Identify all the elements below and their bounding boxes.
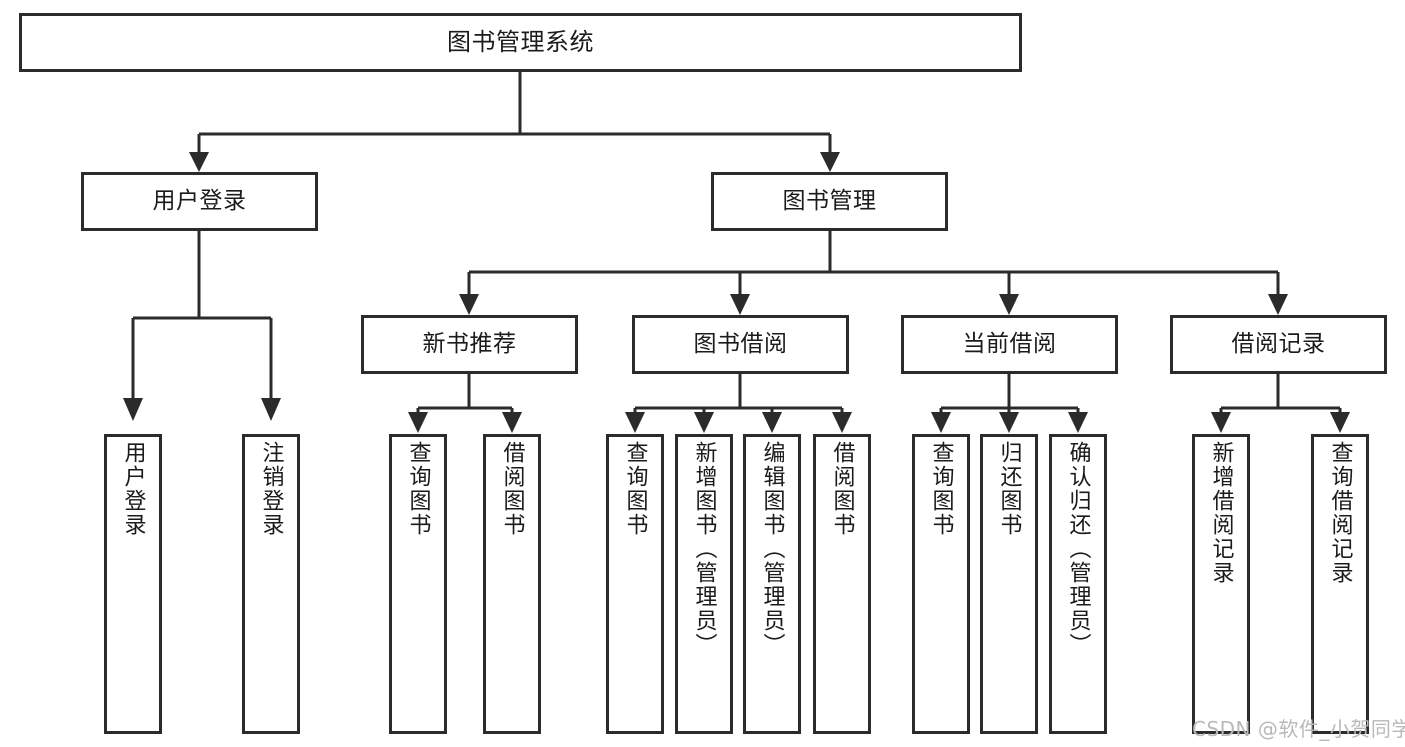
node-leaf-query-book-3[interactable]: 查询图书 — [912, 434, 970, 734]
node-root[interactable]: 图书管理系统 — [19, 13, 1022, 72]
node-book-borrow-label: 图书借阅 — [693, 330, 788, 357]
node-leaf-borrow-book-2-label: 借阅图书 — [829, 441, 855, 537]
node-leaf-query-book-3-label: 查询图书 — [928, 441, 954, 537]
node-leaf-user-login-label: 用户登录 — [120, 441, 146, 537]
arrowhead-book-borrow — [730, 294, 750, 315]
node-leaf-query-record-label: 查询借阅记录 — [1327, 441, 1353, 585]
node-leaf-logout-login[interactable]: 注销登录 — [242, 434, 300, 734]
arrowhead-leaf-query-book-2 — [625, 412, 645, 433]
node-leaf-edit-book[interactable]: 编辑图书（管理员） — [743, 434, 801, 734]
node-leaf-return-book-label: 归还图书 — [996, 441, 1022, 537]
node-leaf-edit-book-label: 编辑图书（管理员） — [759, 441, 785, 657]
arrowhead-book-manage — [820, 152, 840, 172]
node-borrow-record[interactable]: 借阅记录 — [1170, 315, 1387, 374]
node-leaf-confirm-return[interactable]: 确认归还（管理员） — [1049, 434, 1107, 734]
node-leaf-confirm-return-label: 确认归还（管理员） — [1065, 441, 1091, 657]
node-leaf-return-book[interactable]: 归还图书 — [980, 434, 1038, 734]
arrowhead-leaf-user-login — [123, 398, 143, 421]
node-leaf-user-login[interactable]: 用户登录 — [104, 434, 162, 734]
node-leaf-logout-login-label: 注销登录 — [258, 441, 284, 537]
arrowhead-leaf-return-book — [999, 412, 1019, 433]
node-current-borrow-label: 当前借阅 — [962, 330, 1057, 357]
node-leaf-add-book[interactable]: 新增图书（管理员） — [675, 434, 733, 734]
node-new-book-recommend-label: 新书推荐 — [422, 330, 517, 357]
arrowhead-user-login — [189, 152, 209, 172]
node-user-login[interactable]: 用户登录 — [81, 172, 318, 231]
node-leaf-borrow-book-1[interactable]: 借阅图书 — [483, 434, 541, 734]
node-leaf-borrow-book-1-label: 借阅图书 — [499, 441, 525, 537]
node-book-manage[interactable]: 图书管理 — [711, 172, 948, 231]
node-user-login-label: 用户登录 — [152, 187, 247, 214]
arrowhead-leaf-confirm-return — [1068, 412, 1088, 433]
arrowhead-leaf-add-book — [694, 412, 714, 433]
csdn-watermark: CSDN @软件_小贺同学 — [1192, 717, 1405, 741]
arrowhead-leaf-edit-book — [762, 412, 782, 433]
node-book-borrow[interactable]: 图书借阅 — [632, 315, 849, 374]
node-leaf-query-book-2-label: 查询图书 — [622, 441, 648, 537]
node-leaf-add-record[interactable]: 新增借阅记录 — [1192, 434, 1250, 734]
node-leaf-query-book-1[interactable]: 查询图书 — [389, 434, 447, 734]
node-current-borrow[interactable]: 当前借阅 — [901, 315, 1118, 374]
arrowhead-leaf-query-record — [1330, 412, 1350, 433]
arrowhead-leaf-query-book-3 — [931, 412, 951, 433]
node-leaf-borrow-book-2[interactable]: 借阅图书 — [813, 434, 871, 734]
arrowhead-current-borrow — [999, 294, 1019, 315]
node-leaf-query-book-2[interactable]: 查询图书 — [606, 434, 664, 734]
node-book-manage-label: 图书管理 — [782, 187, 877, 214]
arrowhead-new-book-recommend — [459, 294, 479, 315]
node-borrow-record-label: 借阅记录 — [1231, 330, 1326, 357]
node-leaf-add-book-label: 新增图书（管理员） — [691, 441, 717, 657]
arrowhead-leaf-add-record — [1211, 412, 1231, 433]
node-new-book-recommend[interactable]: 新书推荐 — [361, 315, 578, 374]
arrowhead-leaf-logout-login — [261, 398, 281, 421]
node-leaf-query-book-1-label: 查询图书 — [405, 441, 431, 537]
arrowhead-leaf-query-book-1 — [408, 412, 428, 433]
node-leaf-add-record-label: 新增借阅记录 — [1208, 441, 1234, 585]
node-root-label: 图书管理系统 — [447, 28, 594, 57]
node-leaf-query-record[interactable]: 查询借阅记录 — [1311, 434, 1369, 734]
arrowhead-leaf-borrow-book-1 — [502, 412, 522, 433]
arrowhead-leaf-borrow-book-2 — [832, 412, 852, 433]
arrowhead-borrow-record — [1268, 294, 1288, 315]
